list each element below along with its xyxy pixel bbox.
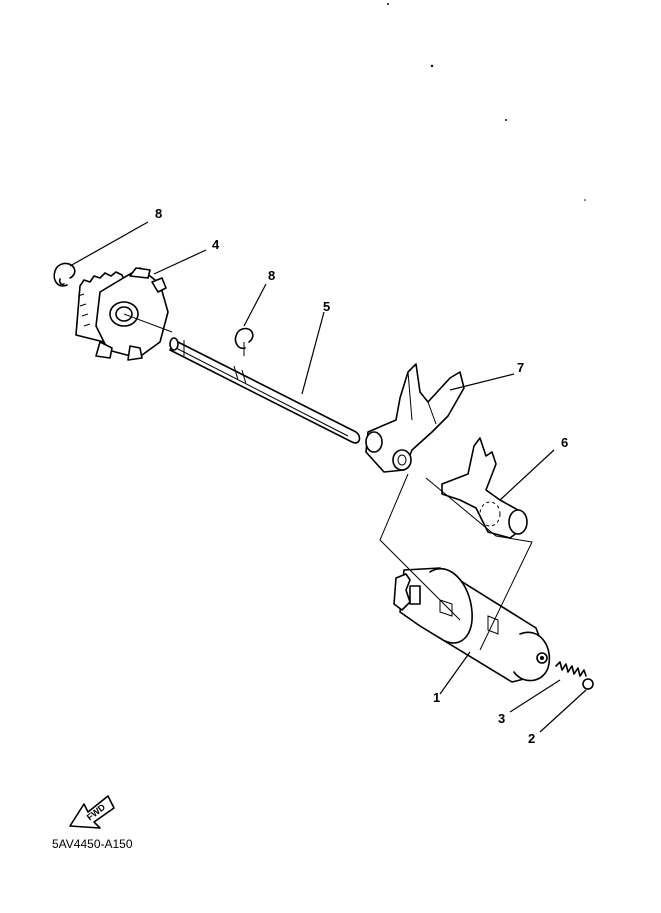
part-ball-2 [539,678,594,733]
part-segment-4 [75,249,207,361]
scan-specks [387,3,586,201]
callout-3-spring: 3 [498,711,505,726]
callout-8-circlip-middle: 8 [268,268,275,283]
callout-2-ball: 2 [528,731,535,746]
part-spring-3 [509,661,587,713]
forward-arrow-icon: FWD [69,795,115,829]
alignment-lines [379,473,533,651]
part-drum-1 [393,567,551,695]
callout-4-segment: 4 [212,237,220,252]
callout-7-fork: 7 [517,360,524,375]
callout-1-drum: 1 [433,690,440,705]
callout-6-fork: 6 [561,435,568,450]
part-circlip-left [53,221,149,287]
drawing-code: 5AV4450-A150 [52,837,133,851]
part-fork-6 [441,437,555,539]
callout-8-circlip: 8 [155,206,162,221]
part-circlip-middle [234,283,267,356]
part-fork-7 [365,363,515,473]
callout-5-shaft: 5 [323,299,330,314]
part-shaft-5 [169,311,361,444]
